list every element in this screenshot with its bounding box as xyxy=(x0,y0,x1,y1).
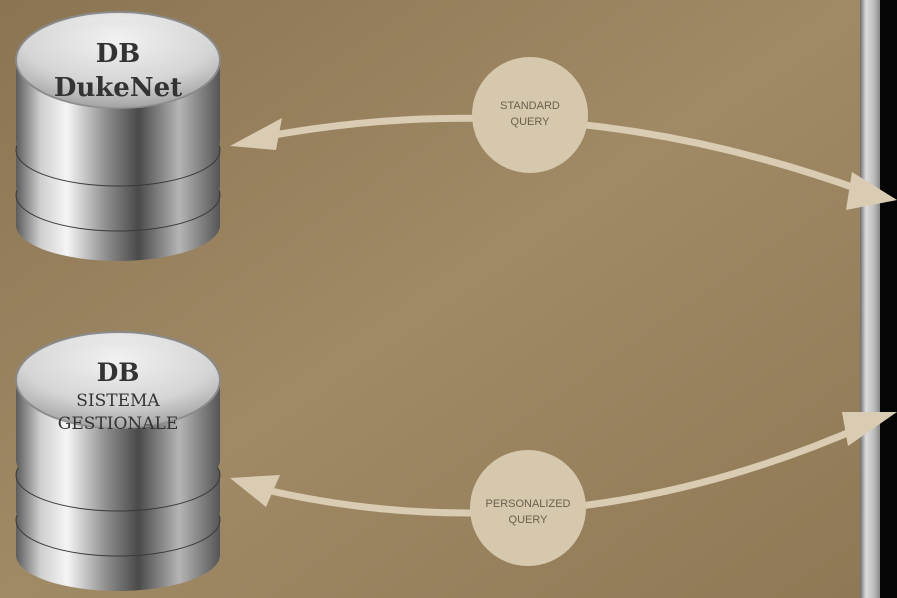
database-dukenet: DB DukeNet xyxy=(15,11,221,261)
arrowhead-left-top xyxy=(230,118,282,150)
db-gestionale-label-line1: DB xyxy=(97,358,140,387)
standard-query-label-line1: STANDARD xyxy=(500,100,560,112)
personalized-query-bubble: PERSONALIZED QUERY xyxy=(470,450,586,566)
arrowhead-right-bottom xyxy=(842,412,897,446)
db-gestionale-label-line2: SISTEMA xyxy=(76,391,160,411)
standard-query-label-line2: QUERY xyxy=(511,116,551,128)
db-dukenet-label-line1: DB xyxy=(96,39,141,69)
personalized-query-label-line1: PERSONALIZED xyxy=(486,498,571,510)
side-panel-edge xyxy=(860,0,880,598)
personalized-query-label-line2: QUERY xyxy=(509,514,549,526)
db-dukenet-label-line2: DukeNet xyxy=(54,73,182,103)
arrowhead-left-bottom xyxy=(230,475,280,507)
arrowhead-right-top xyxy=(846,172,897,210)
db-gestionale-label-line3: GESTIONALE xyxy=(58,414,178,434)
database-gestionale: DB SISTEMA GESTIONALE xyxy=(15,331,221,591)
standard-query-bubble: STANDARD QUERY xyxy=(472,57,588,173)
side-panel-dark xyxy=(880,0,897,598)
